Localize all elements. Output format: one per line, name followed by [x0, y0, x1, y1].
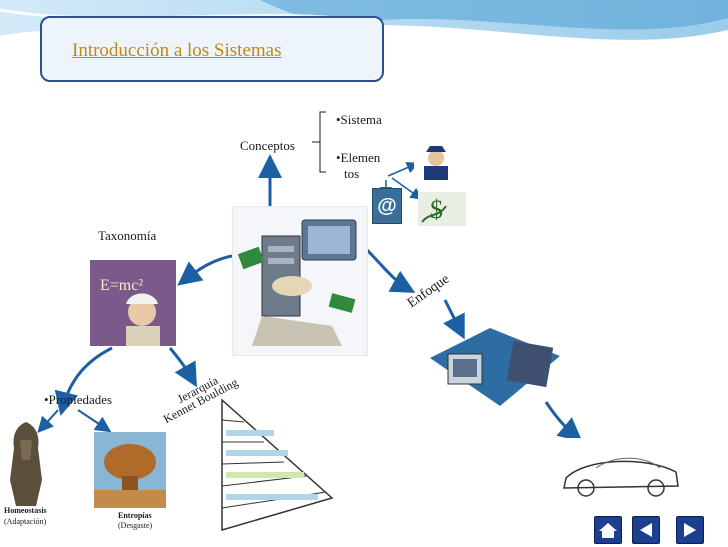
- home-icon: [599, 523, 617, 538]
- taxonomia-label: Taxonomía: [98, 228, 157, 243]
- hierarchy-pyramid: [221, 398, 334, 531]
- svg-text:$: $: [430, 195, 443, 224]
- propiedades-label: •Propiedades: [44, 392, 113, 407]
- entropias-sub: (Desgaste): [118, 521, 153, 530]
- conceptos-label: Conceptos: [240, 138, 295, 153]
- homeostasis-sub: (Adaptación): [4, 517, 47, 526]
- officer-icon: [414, 140, 458, 180]
- homeostasis-image: [10, 422, 42, 506]
- computer-illustration: [232, 206, 368, 356]
- concept-item-sistema: •Sistema: [336, 112, 382, 127]
- home-button[interactable]: [594, 516, 622, 544]
- enfoque-puzzle-image: [430, 328, 560, 406]
- einstein-image: E=mc²: [90, 260, 176, 346]
- concept-item-elementos-cont: tos: [344, 166, 360, 181]
- email-icon: @: [372, 188, 402, 224]
- car-sketch-image: [556, 438, 686, 510]
- homeostasis-label: Homeostasis: [4, 506, 47, 515]
- svg-text:E=mc²: E=mc²: [100, 277, 143, 294]
- slide-title[interactable]: Introducción a los Sistemas: [72, 40, 282, 61]
- triangle-left-icon: [640, 523, 652, 537]
- triangle-right-icon: [684, 523, 696, 537]
- entropias-label: Entropías: [118, 511, 152, 520]
- previous-button[interactable]: [632, 516, 660, 544]
- entropias-image: [94, 432, 166, 508]
- next-button[interactable]: [676, 516, 704, 544]
- title-box: [40, 16, 384, 82]
- concept-item-elementos: •Elemen: [336, 150, 381, 165]
- money-icon: $: [418, 192, 466, 226]
